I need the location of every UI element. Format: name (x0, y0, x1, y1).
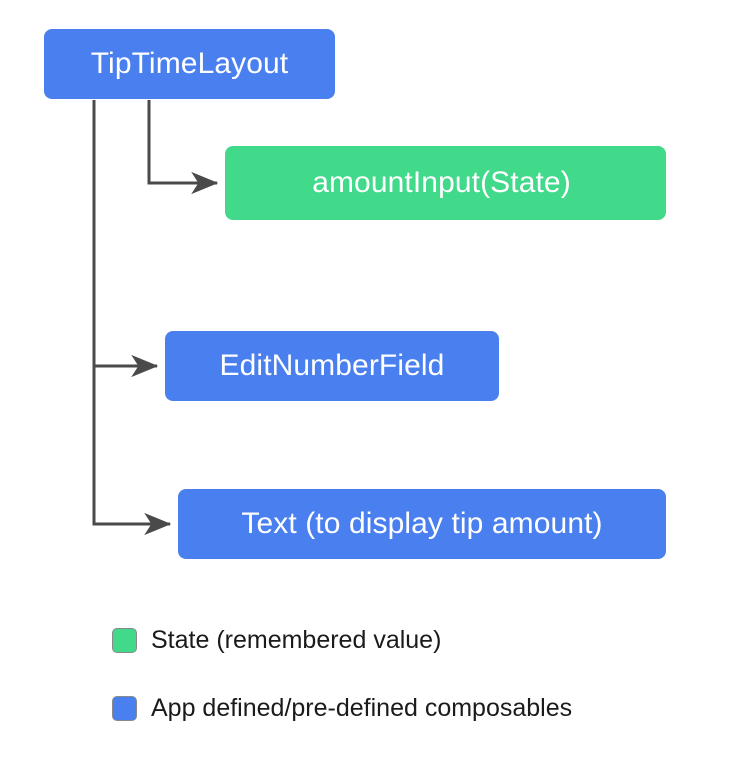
node-tiptimelayout-label: TipTimeLayout (90, 47, 289, 80)
edge-root-to-text (92, 100, 172, 536)
edge-root-to-state (147, 100, 219, 195)
node-amountinput-state-label: amountInput(State) (312, 166, 571, 199)
node-amountinput-state[interactable]: amountInput(State) (225, 146, 666, 220)
legend-label-composables: App defined/pre-defined composables (151, 693, 573, 722)
node-text-tip-amount-label: Text (to display tip amount) (241, 507, 603, 540)
legend-label-state: State (remembered value) (151, 625, 442, 654)
legend: State (remembered value) App defined/pre… (112, 620, 672, 728)
node-text-tip-amount[interactable]: Text (to display tip amount) (178, 489, 666, 559)
legend-swatch-state-icon (112, 627, 137, 653)
node-editnumberfield[interactable]: EditNumberField (165, 331, 499, 401)
node-editnumberfield-label: EditNumberField (219, 349, 445, 382)
node-tiptimelayout[interactable]: TipTimeLayout (44, 29, 335, 99)
legend-item-state: State (remembered value) (112, 620, 672, 660)
legend-item-composables: App defined/pre-defined composables (112, 688, 672, 728)
legend-swatch-composables-icon (112, 695, 137, 721)
